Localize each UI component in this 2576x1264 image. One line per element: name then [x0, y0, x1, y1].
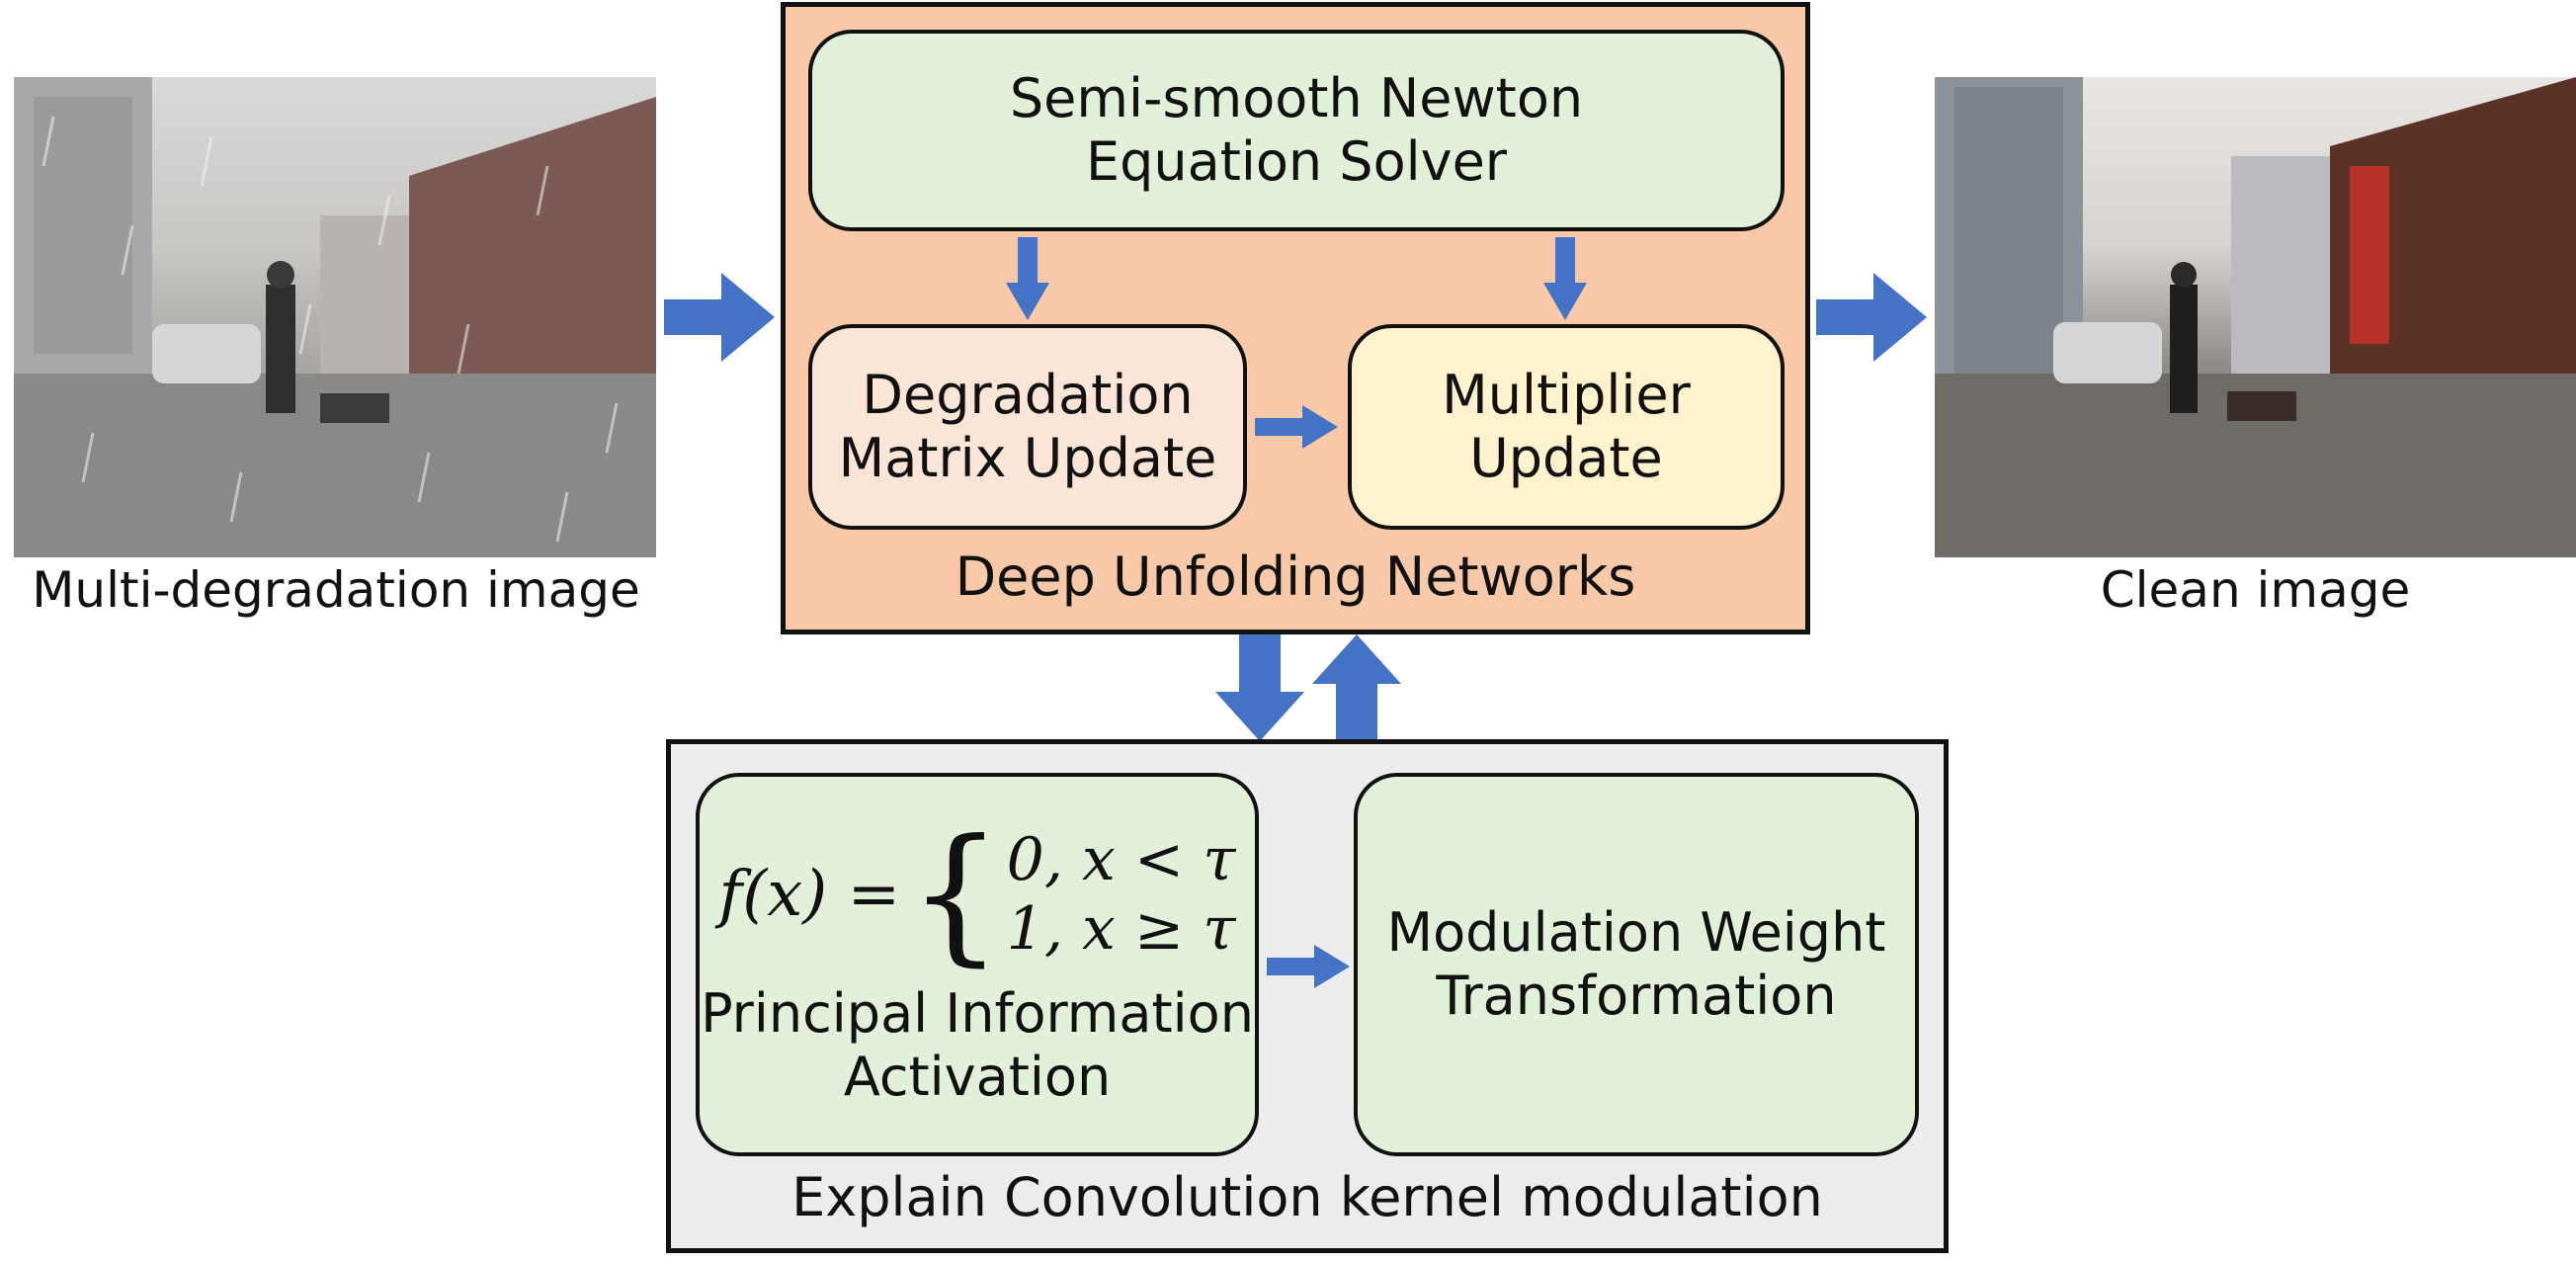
multiplier-line1: Multiplier — [1442, 364, 1691, 426]
output-image — [1935, 77, 2576, 557]
kernel-modulation-title: Explain Convolution kernel modulation — [791, 1166, 1823, 1228]
modulation-weight-box: Modulation Weight Transformation — [1354, 773, 1919, 1156]
input-image-scene — [14, 77, 656, 557]
modulation-line2: Transformation — [1436, 965, 1837, 1027]
degradation-matrix-box: Degradation Matrix Update — [808, 324, 1247, 530]
solver-line2: Equation Solver — [1085, 130, 1507, 193]
arrow-down-icon — [1543, 237, 1587, 320]
arrow-right-icon — [1267, 945, 1350, 988]
modulation-line1: Modulation Weight — [1386, 901, 1886, 964]
input-caption: Multi-degradation image — [32, 561, 640, 619]
arrow-right-icon — [1816, 273, 1927, 362]
multiplier-box: Multiplier Update — [1348, 324, 1785, 530]
formula-brace-icon: { — [908, 808, 1003, 980]
degradation-line1: Degradation — [862, 364, 1194, 426]
degradation-line2: Matrix Update — [838, 427, 1217, 489]
solver-box: Semi-smooth Newton Equation Solver — [808, 30, 1785, 231]
activation-formula: f(x) = { 0, x < τ 1, x ≥ τ — [700, 820, 1255, 969]
deep-unfolding-title: Deep Unfolding Networks — [955, 546, 1636, 608]
arrow-down-icon — [1006, 237, 1049, 320]
arrow-up-icon — [1312, 634, 1401, 741]
activation-line1: Principal Information — [701, 982, 1254, 1045]
formula-case1: 0, x < τ — [1006, 825, 1236, 894]
formula-case2: 1, x ≥ τ — [1006, 894, 1236, 964]
input-image — [14, 77, 656, 557]
activation-line2: Activation — [843, 1046, 1112, 1108]
arrow-right-icon — [1255, 405, 1338, 449]
output-caption: Clean image — [2100, 561, 2411, 619]
arrow-down-icon — [1215, 634, 1304, 741]
solver-line1: Semi-smooth Newton — [1009, 67, 1584, 129]
formula-lhs: f(x) = — [718, 858, 901, 931]
activation-box: f(x) = { 0, x < τ 1, x ≥ τ Principal Inf… — [696, 773, 1259, 1156]
output-image-scene — [1935, 77, 2576, 557]
multiplier-line2: Update — [1469, 427, 1663, 489]
arrow-right-icon — [664, 273, 775, 362]
